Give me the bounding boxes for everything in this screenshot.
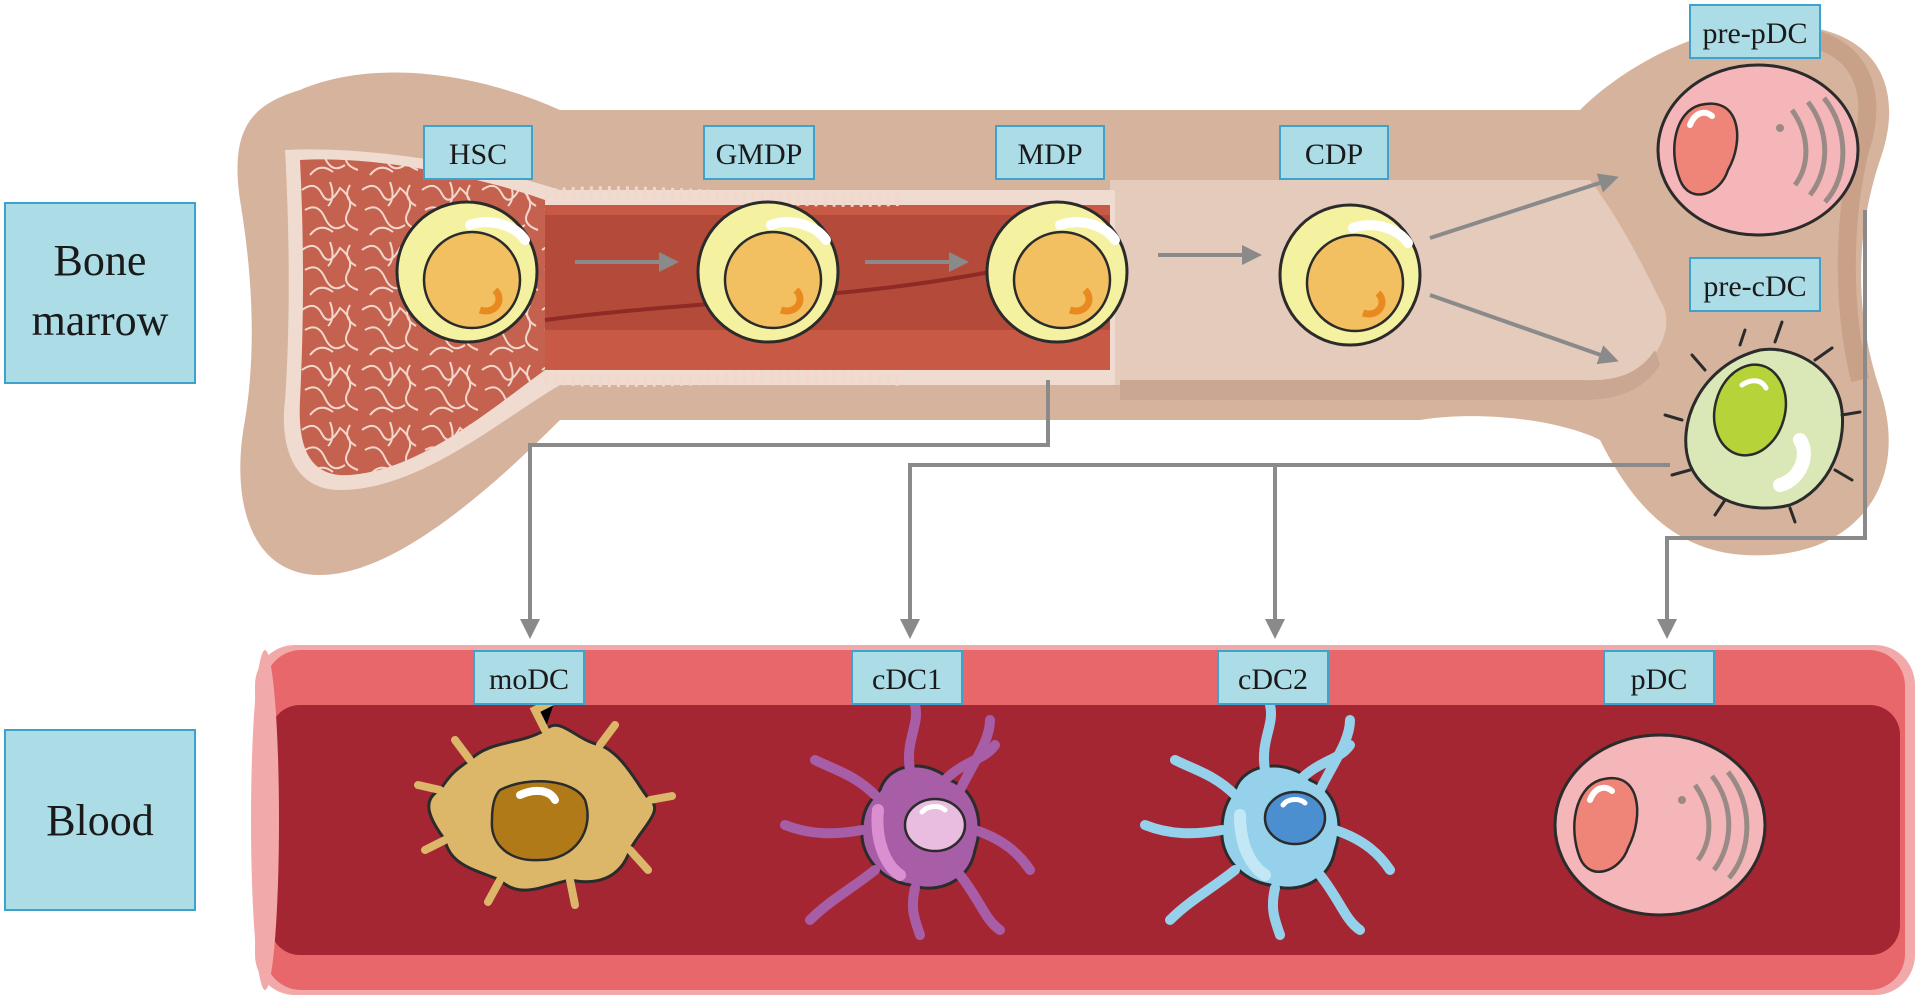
label-hsc: HSC	[423, 125, 533, 180]
bone-highlight	[1789, 26, 1877, 383]
svg-text:moDC: moDC	[489, 663, 569, 696]
arrow-prepdc-pdc	[1657, 210, 1867, 639]
label-pdc: pDC	[1603, 650, 1715, 705]
spongy-band-bottom	[544, 370, 901, 388]
vessel-left-end	[251, 650, 279, 990]
cell-gmdp	[696, 200, 840, 344]
arrow-cdp-prepdc	[1429, 173, 1619, 240]
blood-label-text: Blood	[46, 796, 154, 845]
svg-text:pDC: pDC	[1631, 663, 1688, 696]
label-bone-marrow: Bone marrow	[4, 202, 196, 384]
bone-cavity-shadow	[1120, 350, 1660, 400]
cell-mdp	[985, 200, 1129, 344]
label-cdp: CDP	[1279, 125, 1389, 180]
svg-text:HSC: HSC	[449, 138, 507, 171]
cell-hsc	[395, 200, 539, 344]
arrow-mdp-modc	[520, 380, 1050, 639]
cell-pre-cdc	[1663, 320, 1862, 524]
label-pre-cdc: pre-cDC	[1689, 257, 1821, 312]
svg-text:cDC2: cDC2	[1238, 663, 1308, 696]
vessel-lumen	[270, 705, 1900, 955]
label-cdc2: cDC2	[1217, 650, 1329, 705]
blood-vessel	[251, 645, 1915, 995]
svg-text:pre-cDC: pre-cDC	[1703, 270, 1806, 303]
label-gmdp: GMDP	[703, 125, 815, 180]
label-blood: Blood	[4, 729, 196, 911]
cell-modc	[414, 696, 676, 909]
svg-text:MDP: MDP	[1017, 138, 1082, 171]
label-cdc1: cDC1	[851, 650, 963, 705]
label-pre-pdc: pre-pDC	[1689, 4, 1821, 59]
bone-marrow-line2: marrow	[32, 296, 169, 345]
svg-text:cDC1: cDC1	[872, 663, 942, 696]
spongy-band-top	[544, 186, 901, 207]
svg-text:CDP: CDP	[1305, 138, 1363, 171]
arrow-cdp-precdc	[1429, 293, 1619, 365]
cell-cdc1	[780, 700, 1035, 940]
cell-cdp	[1278, 203, 1422, 347]
arrows	[520, 173, 1867, 639]
arrow-precdc-cdc1	[900, 463, 1670, 639]
svg-text:pre-pDC: pre-pDC	[1703, 17, 1808, 50]
cell-pdc	[1553, 733, 1767, 917]
label-modc: moDC	[473, 650, 585, 705]
bone-marrow-line1: Bone	[54, 236, 147, 285]
svg-text:GMDP: GMDP	[716, 138, 803, 171]
cell-pre-pdc	[1656, 63, 1860, 237]
label-mdp: MDP	[995, 125, 1105, 180]
cell-cdc2	[1140, 700, 1395, 940]
